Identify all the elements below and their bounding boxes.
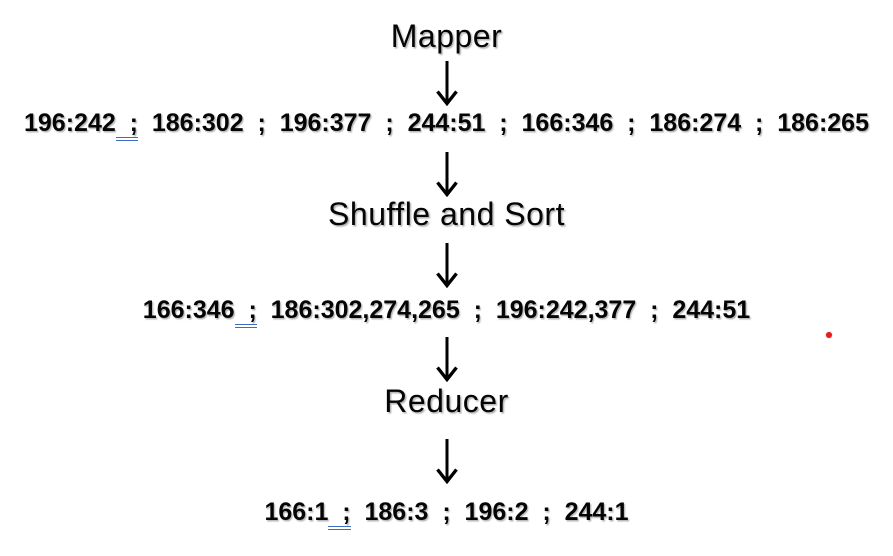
- down-arrow-icon: [432, 151, 462, 197]
- down-arrow-icon: [432, 438, 462, 484]
- stage-label-reducer: Reducer: [384, 383, 509, 419]
- row-text-before: 196:242: [24, 109, 116, 137]
- grammar-flagged-text: ;: [328, 498, 351, 530]
- stage-label-shuffle-and-sort: Shuffle and Sort: [328, 196, 565, 232]
- stage-label-mapper: Mapper: [390, 18, 503, 54]
- mapper-output-row: 196:242 ; 186:302 ; 196:377 ; 244:51 ; 1…: [0, 107, 893, 141]
- grammar-flagged-text: ;: [115, 109, 138, 141]
- grammar-flagged-text: ;: [234, 296, 257, 328]
- down-arrow-icon: [432, 336, 462, 382]
- stray-red-dot: [826, 332, 832, 338]
- row-text-after: 186:302 ; 196:377 ; 244:51 ; 166:346 ; 1…: [137, 109, 869, 137]
- down-arrow-icon: [432, 242, 462, 288]
- down-arrow-icon: [432, 60, 462, 106]
- row-text-after: 186:3 ; 196:2 ; 244:1: [350, 498, 629, 526]
- reducer-output-row: 166:1 ; 186:3 ; 196:2 ; 244:1: [0, 496, 893, 530]
- shuffle-output-row: 166:346 ; 186:302,274,265 ; 196:242,377 …: [0, 294, 893, 328]
- row-text-before: 166:346: [142, 296, 235, 324]
- row-text-after: 186:302,274,265 ; 196:242,377 ; 244:51: [256, 296, 751, 324]
- row-text-before: 166:1: [264, 498, 329, 526]
